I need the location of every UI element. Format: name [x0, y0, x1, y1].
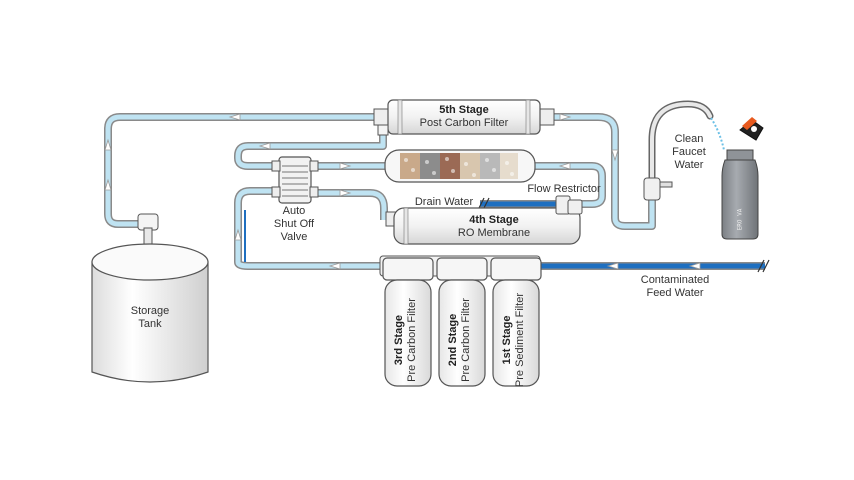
- contaminated-feed-water-label: Contaminated Feed Water: [640, 274, 710, 299]
- fourth-stage-subtitle: RO Membrane: [457, 227, 531, 239]
- first-stage-housing: [490, 257, 542, 387]
- fifth-stage-filter: [373, 99, 555, 136]
- third-stage-housing: [382, 257, 434, 387]
- first-stage-subtitle: Pre Sediment Filter: [514, 292, 526, 388]
- bottle-cap: [739, 117, 764, 141]
- second-stage-housing: [436, 257, 488, 387]
- water-bottle: [721, 149, 759, 240]
- inline-media-filter: [384, 149, 536, 183]
- flow-restrictor-label: Flow Restrictor: [527, 183, 601, 195]
- storage-tank-label: Storage Tank: [130, 305, 170, 330]
- second-stage-title: 2nd Stage: [447, 313, 459, 367]
- second-stage-label: 2nd Stage Pre Carbon Filter: [447, 280, 477, 400]
- second-stage-subtitle: Pre Carbon Filter: [460, 298, 472, 382]
- storage-tank: [91, 213, 209, 383]
- fourth-stage-title: 4th Stage: [469, 214, 519, 226]
- third-stage-label: 3rd Stage Pre Carbon Filter: [393, 280, 423, 400]
- faucet: [643, 100, 725, 201]
- fifth-stage-title: 5th Stage: [439, 104, 489, 116]
- third-stage-subtitle: Pre Carbon Filter: [406, 298, 418, 382]
- auto-shut-off-valve-label: Auto Shut Off Valve: [273, 205, 315, 243]
- first-stage-label: 1st Stage Pre Sediment Filter: [501, 280, 531, 400]
- auto-shut-off-valve: [271, 156, 319, 204]
- flow-arrows: [104, 113, 701, 270]
- drain-water-label: Drain Water: [414, 196, 474, 208]
- fourth-stage-membrane: [385, 195, 583, 245]
- fifth-stage-subtitle: Post Carbon Filter: [419, 117, 509, 129]
- first-stage-title: 1st Stage: [501, 315, 513, 365]
- feed-water-pipes: [244, 197, 770, 273]
- bottle-brand-label: ERO VA: [736, 208, 744, 231]
- third-stage-title: 3rd Stage: [393, 314, 405, 366]
- clean-faucet-water-label: Clean Faucet Water: [672, 133, 706, 171]
